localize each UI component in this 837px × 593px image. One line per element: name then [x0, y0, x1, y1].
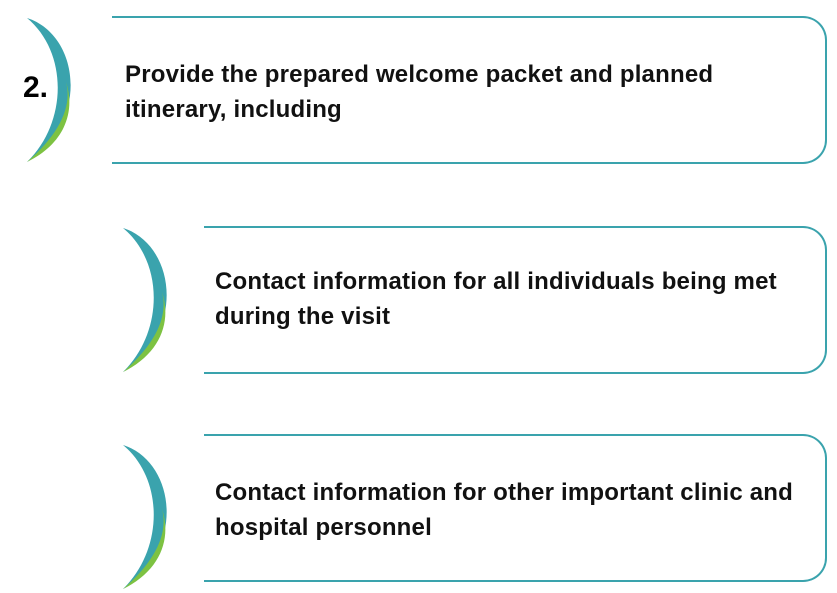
main-step-text: Provide the prepared welcome packet and … — [125, 61, 714, 123]
sub-item-1-box — [204, 226, 827, 374]
sub-item-2-arc-icon — [123, 445, 167, 589]
sub-item-2-box — [204, 434, 827, 582]
sub-item-2-text: Contact information for other important … — [215, 479, 794, 541]
sub-item-1-text: Contact information for all individuals … — [215, 268, 777, 330]
sub-item-1-arc-icon — [123, 228, 167, 372]
step-number: 2. — [23, 71, 49, 104]
main-arc-icon — [27, 18, 71, 162]
main-step-box — [112, 16, 827, 164]
